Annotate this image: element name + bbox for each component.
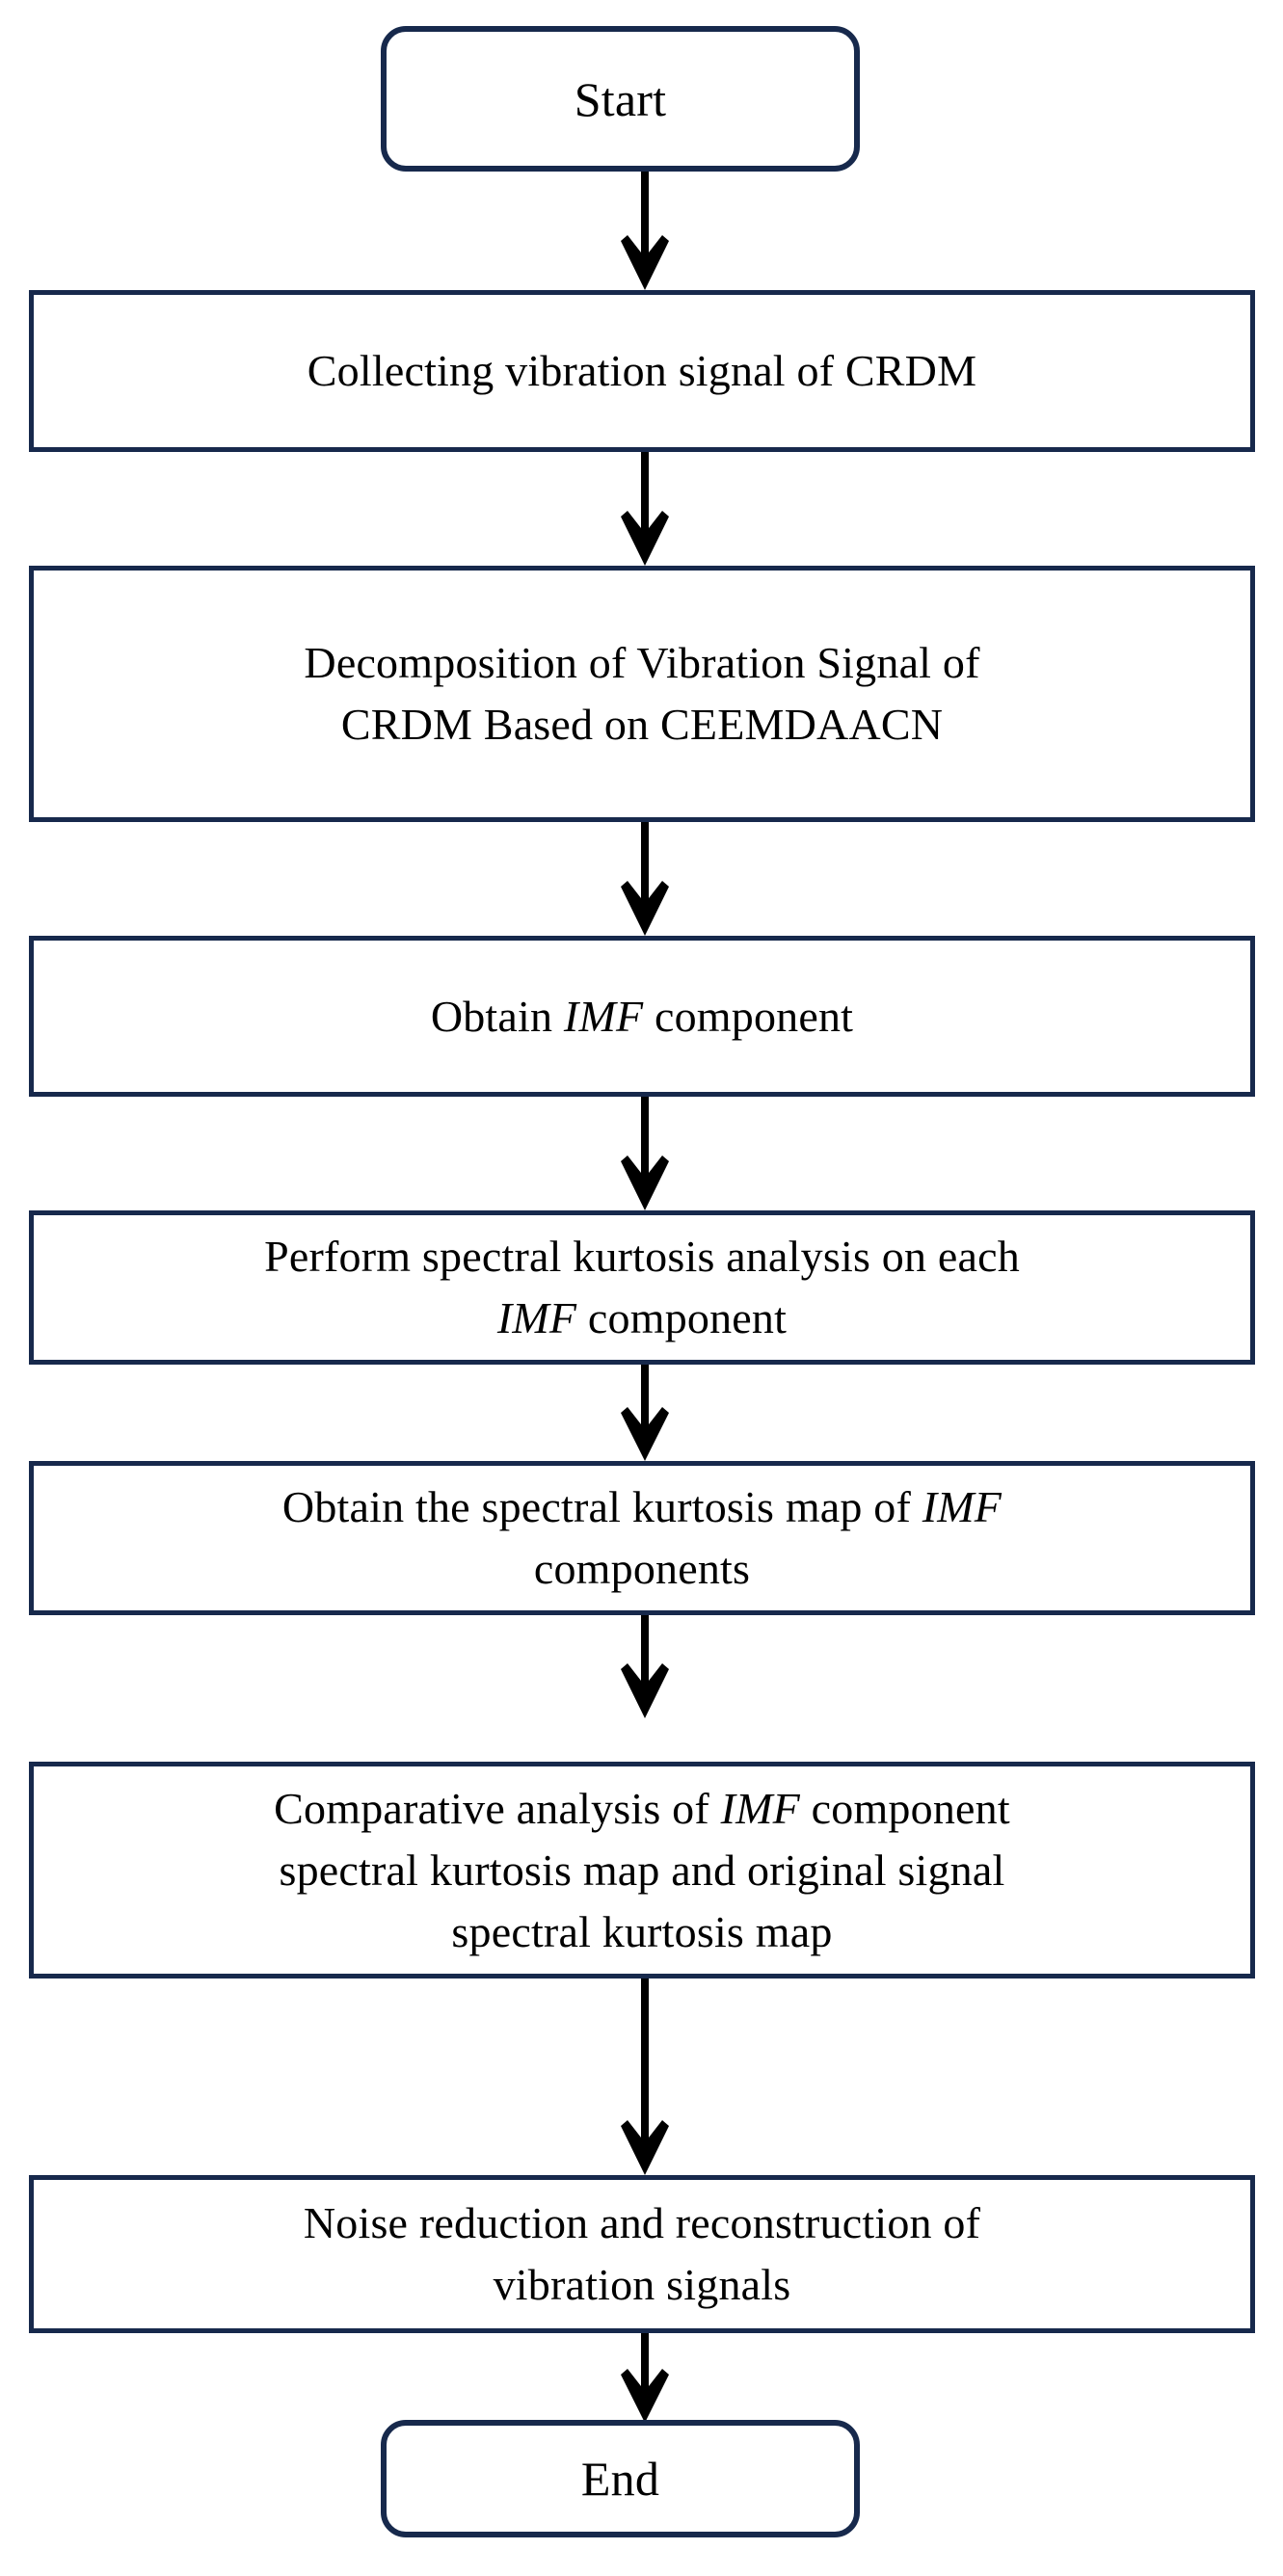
edge-spectral-kurtosis-to-kurtosis-map [617,1365,673,1461]
node-collecting-vibration-signal-label: Collecting vibration signal of CRDM [307,346,977,395]
node-obtain-imf-component[interactable]: Obtain IMF component [29,936,1255,1097]
edge-denoise-to-end [617,2333,673,2423]
node-obtain-imf-component-label: Obtain IMF component [430,991,854,1041]
edge-collect-to-decompose [617,452,673,566]
node-perform-spectral-kurtosis-analysis[interactable]: Perform spectral kurtosis analysis on ea… [29,1210,1255,1365]
edge-obtain-imf-to-spectral-kurtosis [617,1097,673,1210]
node-start[interactable]: Start [381,26,860,172]
node-start-label: Start [574,71,667,126]
node-perform-spectral-kurtosis-analysis-label: Perform spectral kurtosis analysis on ea… [264,1232,1020,1342]
edge-decompose-to-obtain-imf [617,822,673,936]
node-end-label: End [580,2452,660,2506]
edge-start-to-collect [617,172,673,290]
edge-compare-to-denoise [617,1978,673,2175]
edge-kurtosis-map-to-compare [617,1615,673,1718]
node-end[interactable]: End [381,2420,860,2537]
node-collecting-vibration-signal[interactable]: Collecting vibration signal of CRDM [29,290,1255,452]
